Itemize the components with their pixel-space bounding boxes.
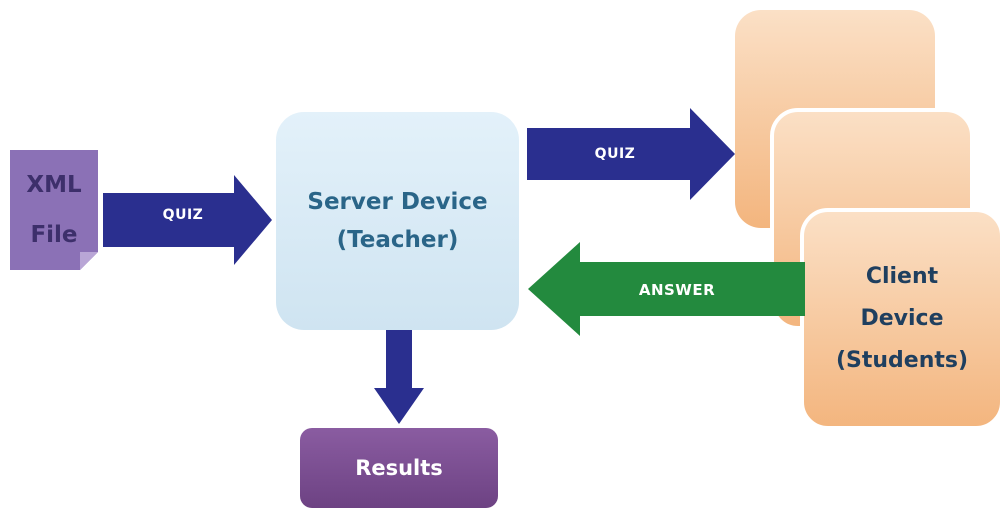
answer-arrow-label: ANSWER	[638, 281, 716, 299]
xml-file-label: XML File	[10, 150, 98, 270]
client-device-front-card	[800, 208, 1004, 430]
client-device-stack	[735, 10, 1004, 430]
server-device-box	[276, 112, 519, 330]
server-device-label: Server Device (Teacher)	[276, 112, 519, 330]
xml-file-icon	[10, 150, 98, 270]
results-label: Results	[300, 428, 498, 508]
results-label-text: Results	[355, 456, 443, 480]
results-box	[300, 428, 498, 508]
quiz-in-arrow-label: QUIZ	[162, 207, 204, 223]
quiz-arrow-server-to-client	[527, 108, 735, 200]
client-device-label-line3: (Students)	[835, 348, 969, 373]
arrow-server-to-results	[374, 330, 424, 424]
xml-file-label-line2: File	[30, 222, 78, 248]
answer-arrow-client-to-server	[528, 242, 805, 336]
server-device-label-line1: Server Device	[307, 189, 488, 215]
server-device-label-line2: (Teacher)	[336, 227, 459, 253]
quiz-out-arrow-label: QUIZ	[594, 146, 636, 162]
client-device-label-line1: Client	[865, 264, 939, 289]
quiz-arrow-xml-to-server	[103, 175, 272, 265]
xml-file-label-line1: XML	[26, 172, 82, 198]
client-device-label-line2: Device	[860, 306, 944, 331]
client-device-label: Client Device (Students)	[802, 210, 1002, 428]
xml-file-folded-corner	[80, 252, 98, 270]
